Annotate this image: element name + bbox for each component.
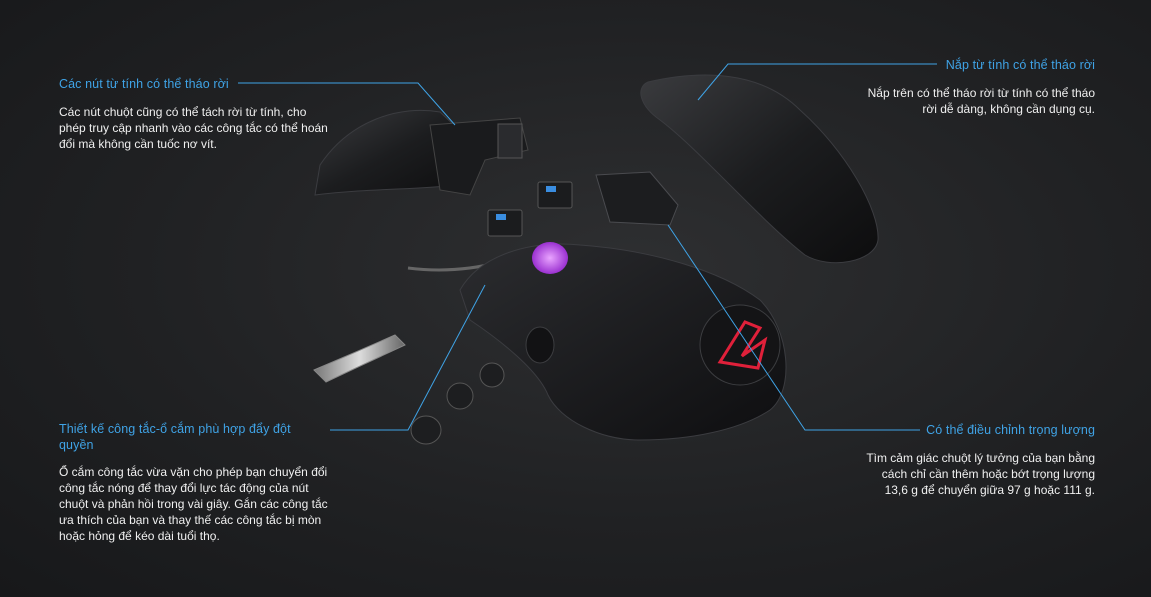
magnetic-cover-description: Nắp trên có thể tháo rời từ tính có thể … [867,86,1095,116]
socket-module [595,171,679,226]
magnetic-cover-title: Nắp từ tính có thể tháo rời [945,58,1095,72]
callout-lines [238,63,937,431]
side-button [525,326,555,364]
top-cover [640,74,879,264]
button-spring [497,123,523,159]
scroll-wheel-glow [532,242,568,274]
weight-3 [410,415,442,445]
mouse-body [459,243,787,441]
adjustable-weight-description: Tìm cảm giác chuột lý tưởng của bạn bằng… [866,451,1095,497]
weight-2 [446,382,474,410]
rog-logo-disc [699,304,781,386]
weight-1 [479,362,505,388]
switch-1 [537,181,573,209]
socket-design-title: Thiết kế công tắc-ổ cắm phù hợp đẩy đột … [59,422,291,452]
rog-logo-icon [717,320,768,370]
socket-design-description: Ổ cắm công tắc vừa vặn cho phép bạn chuy… [59,465,328,543]
adjustable-weight-title: Có thể điều chỉnh trọng lượng [926,423,1095,437]
weight-tray [313,334,406,383]
switch-2 [487,209,523,237]
magnetic-buttons-title: Các nút từ tính có thể tháo rời [59,77,229,91]
magnetic-buttons-description: Các nút chuột cũng có thể tách rời từ tí… [59,105,328,151]
